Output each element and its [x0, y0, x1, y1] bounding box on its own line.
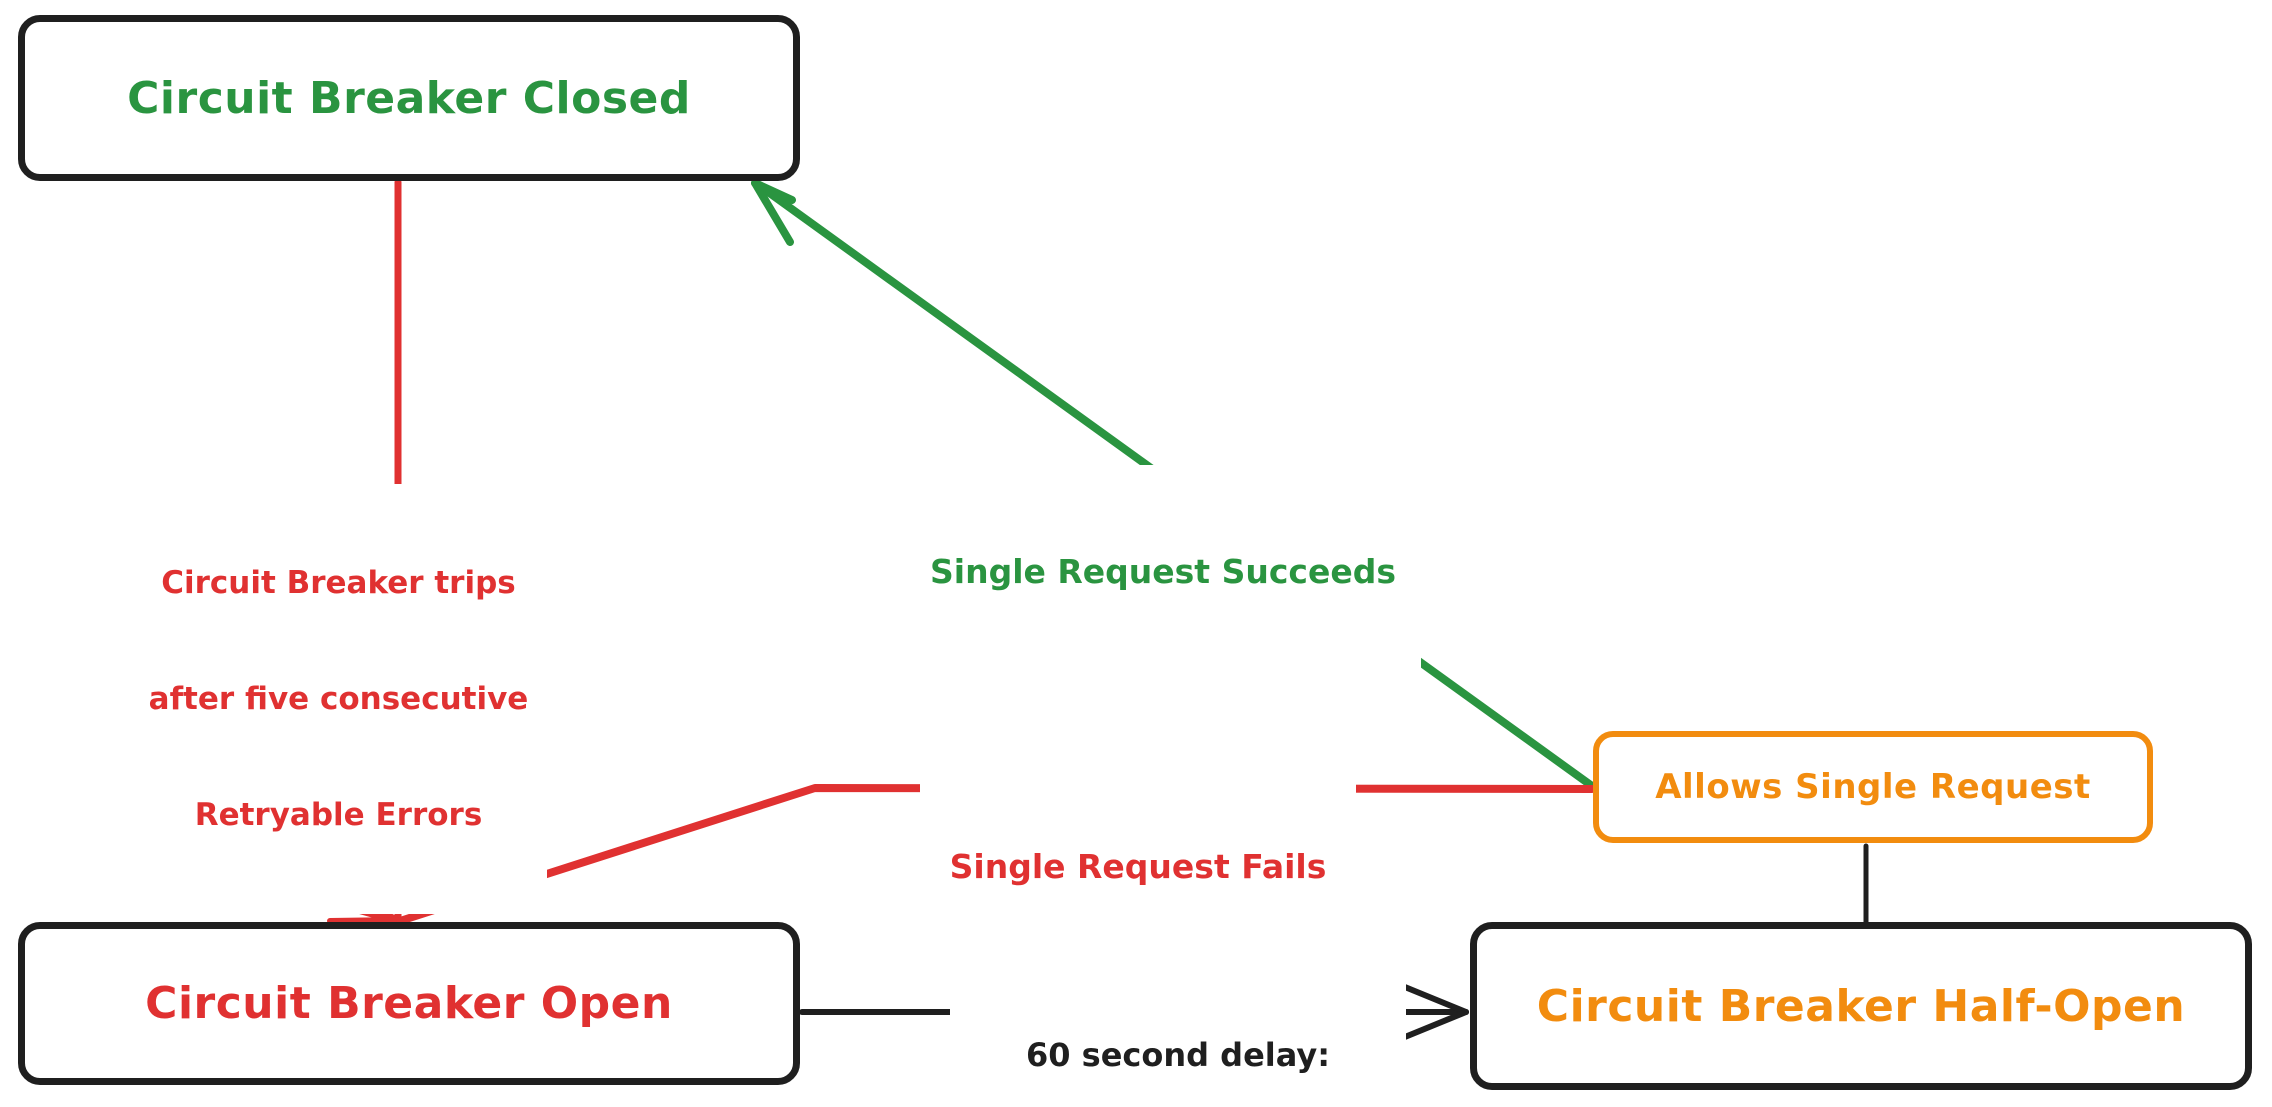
node-label-allows-single-request: Allows Single Request: [1655, 767, 2091, 807]
edge-label-allows-to-open: Single Request Fails: [920, 760, 1356, 973]
node-label-closed: Circuit Breaker Closed: [127, 72, 691, 124]
node-label-open: Circuit Breaker Open: [145, 978, 673, 1029]
edge-label-open-to-half-open: 60 second delay: No requests allowed: [950, 952, 1406, 1107]
edge-label-allows-to-closed: Single Request Succeeds: [905, 465, 1421, 678]
edge-label-line: Retryable Errors: [194, 797, 483, 833]
edge-label-line: Circuit Breaker trips: [161, 564, 516, 601]
node-circuit-breaker-open[interactable]: Circuit Breaker Open: [18, 922, 800, 1085]
edge-label-line: 60 second delay:: [1025, 1036, 1331, 1074]
node-allows-single-request[interactable]: Allows Single Request: [1593, 731, 2153, 843]
node-circuit-breaker-closed[interactable]: Circuit Breaker Closed: [18, 15, 800, 181]
node-circuit-breaker-half-open[interactable]: Circuit Breaker Half-Open: [1470, 922, 2252, 1090]
edge-label-line: after five consecutive: [148, 680, 529, 717]
edge-label-closed-to-open: Circuit Breaker trips after five consecu…: [130, 484, 547, 915]
edge-label-line: Single Request Fails: [949, 846, 1327, 886]
node-label-half-open: Circuit Breaker Half-Open: [1536, 980, 2186, 1032]
edge-label-line: Single Request Succeeds: [930, 551, 1396, 591]
